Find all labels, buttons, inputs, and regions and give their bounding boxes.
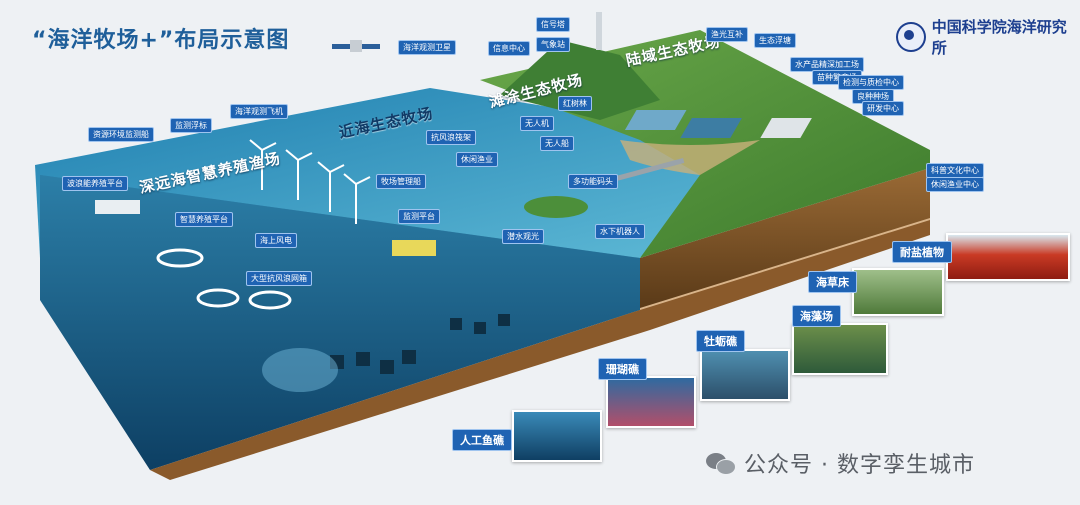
soil-side: [640, 168, 930, 308]
label-buoy: 监测浮标: [170, 118, 212, 133]
water-block: [40, 175, 640, 470]
watermark: 公众号 · 数字孪生城市: [706, 447, 975, 479]
institute-seal-icon: [896, 22, 926, 52]
cage-3: [156, 248, 204, 268]
island: [524, 196, 588, 218]
photo-oyster: [700, 349, 790, 401]
label-research: 研发中心: [862, 101, 904, 116]
photo-seagrass: [852, 268, 944, 316]
label-ship-monitor: 资源环境监测船: [88, 127, 154, 142]
watermark-text: 公众号 · 数字孪生城市: [744, 453, 975, 478]
label-monitor-platform: 监测平台: [398, 209, 440, 224]
label-wind-power: 海上风电: [255, 233, 297, 248]
institute-logo: 中国科学院海洋研究所: [896, 16, 1080, 58]
pond-b: [680, 118, 742, 138]
label-unmanned-ship: 无人船: [540, 136, 574, 151]
fish-school: [262, 348, 338, 392]
wind-turbines: [249, 139, 371, 224]
label-signal-tower: 信号塔: [536, 17, 570, 32]
label-satellite: 海洋观测卫星: [398, 40, 456, 55]
photo-algae: [792, 323, 888, 375]
label-leisure-center: 休闲渔业中心: [926, 177, 984, 192]
page-title: “海洋牧场+”布局示意图: [32, 28, 290, 53]
wave-platform-shape: [95, 200, 140, 214]
label-mangrove: 红树林: [558, 96, 592, 111]
label-drone: 海洋观测飞机: [230, 104, 288, 119]
label-science-center: 科普文化中心: [926, 163, 984, 178]
buildings: [760, 118, 812, 138]
photo-coral: [606, 376, 696, 428]
seafloor-slope: [150, 220, 930, 480]
pond-a: [624, 110, 687, 130]
satellite-shape: [332, 40, 380, 52]
pier: [615, 158, 685, 181]
label-eco-pond: 生态浮塘: [754, 33, 796, 48]
label-underwater-robot: 水下机器人: [595, 224, 645, 239]
label-weather-station: 气象站: [536, 37, 570, 52]
label-multi-dock: 多功能码头: [568, 174, 618, 189]
habitat-algae: 海藻场: [792, 305, 841, 327]
label-smart-platform: 智慧养殖平台: [175, 212, 233, 227]
habitat-oyster: 牡蛎礁: [696, 330, 745, 352]
label-testing: 检测与质检中心: [838, 75, 904, 90]
habitat-coral: 珊瑚礁: [598, 358, 647, 380]
photo-artificial-reef: [512, 410, 602, 462]
label-uav: 无人机: [520, 116, 554, 131]
habitat-seagrass: 海草床: [808, 271, 857, 293]
photo-saltmarsh: [946, 233, 1070, 281]
habitat-artificial-reef: 人工鱼礁: [452, 429, 512, 451]
label-big-cage: 大型抗风浪网箱: [246, 271, 312, 286]
label-leisure-fishing: 休闲渔业: [456, 152, 498, 167]
cage-2: [248, 290, 292, 310]
label-submarine-tour: 潜水观光: [502, 229, 544, 244]
label-wave-platform: 波浪能养殖平台: [62, 176, 128, 191]
habitat-saltmarsh: 耐盐植物: [892, 241, 952, 263]
label-anti-wind-raft: 抗风浪筏架: [426, 130, 476, 145]
monitor-platform-shape: [392, 240, 436, 256]
cage-1: [196, 288, 240, 308]
label-info-center: 信息中心: [488, 41, 530, 56]
signal-tower-shape: [596, 12, 602, 50]
label-fish-light: 渔光互补: [706, 27, 748, 42]
label-ranch-ship: 牧场管理船: [376, 174, 426, 189]
institute-name: 中国科学院海洋研究所: [931, 18, 1067, 57]
land-hill: [500, 40, 660, 120]
wechat-icon: [706, 451, 736, 475]
